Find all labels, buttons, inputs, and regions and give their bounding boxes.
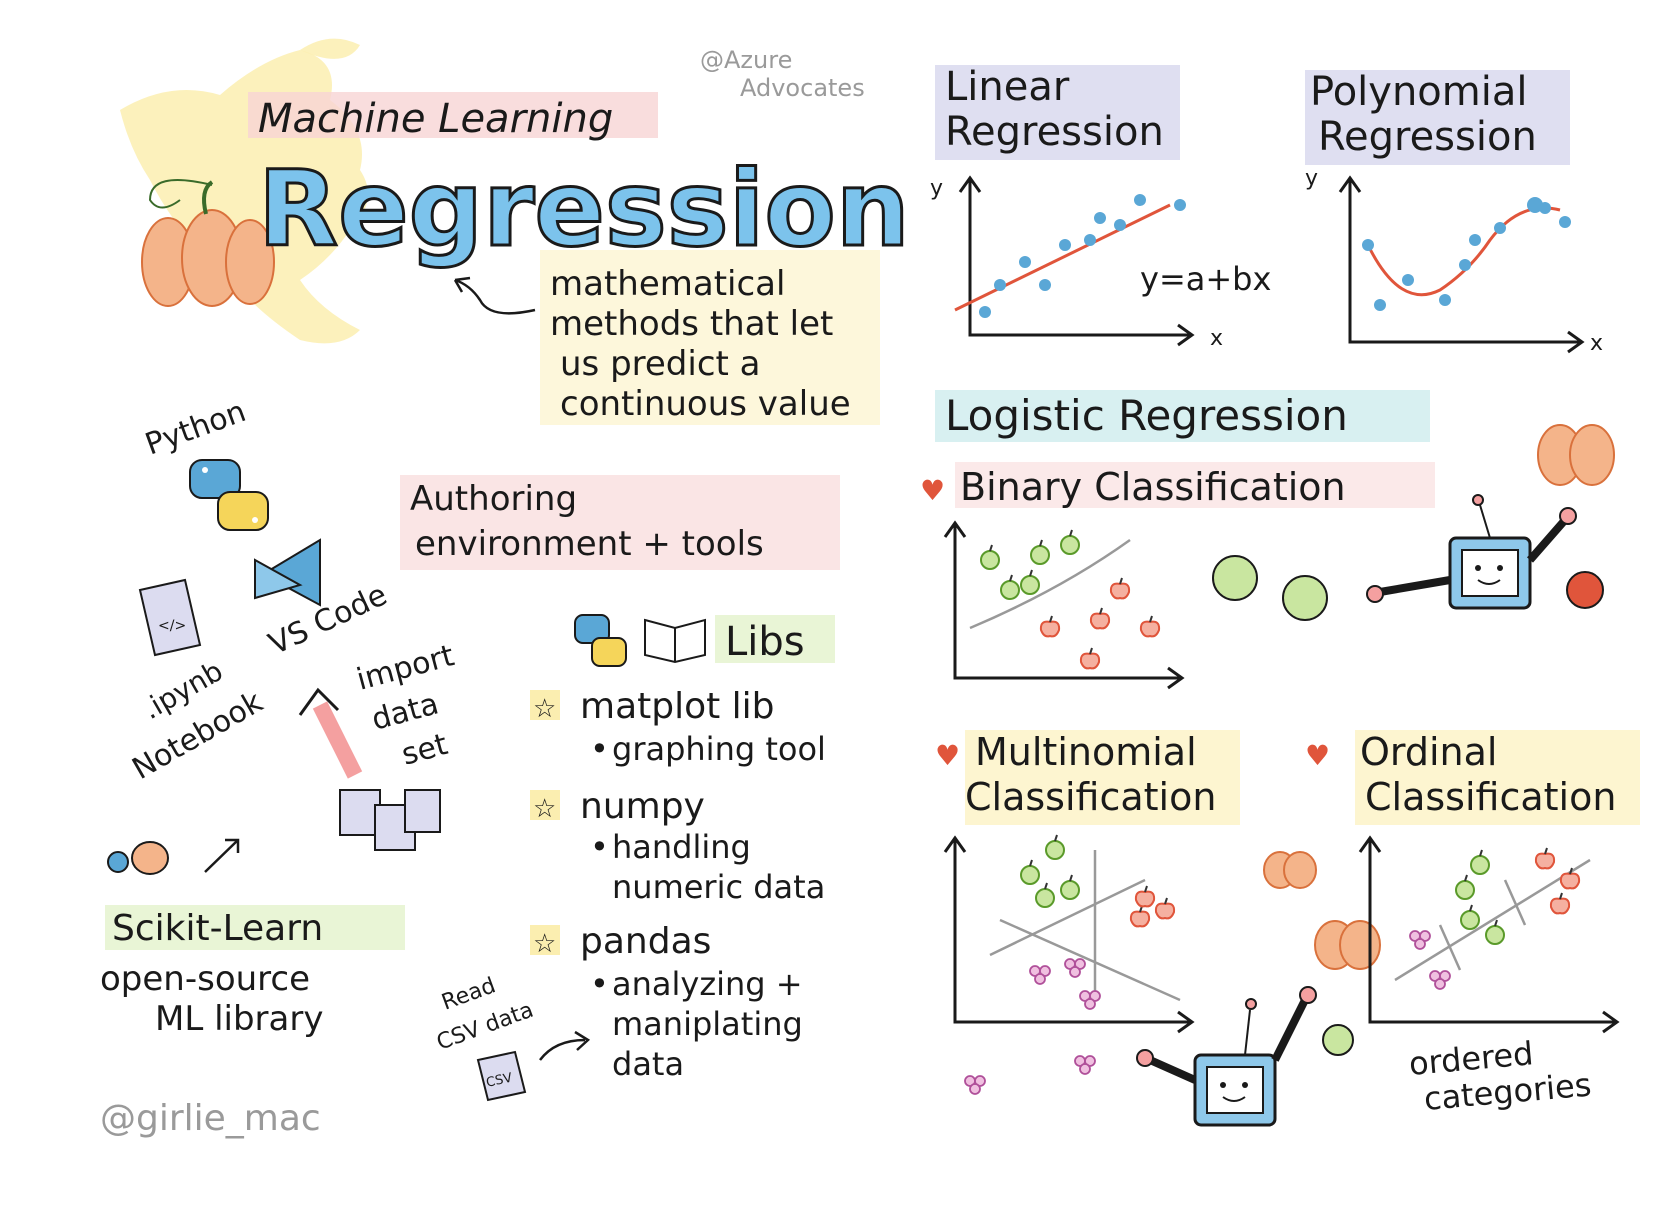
pumpkin-icon — [141, 179, 275, 307]
svg-text:CSV: CSV — [485, 1071, 514, 1091]
definition-line4: continuous value — [560, 384, 851, 424]
lib-desc-bullet: • — [590, 965, 609, 1003]
star-highlight — [530, 925, 560, 955]
robot-icon — [1366, 494, 1577, 610]
star-icon: ☆ — [533, 794, 556, 824]
definition-line2: methods that let — [550, 304, 833, 344]
star-highlight — [530, 690, 560, 720]
binary-highlight — [955, 462, 1435, 508]
heart-icon: ♥ — [920, 474, 945, 507]
apple-icon — [1322, 1024, 1354, 1056]
notebook-file-icon: </> — [138, 578, 202, 657]
svg-text:</>: </> — [158, 618, 186, 634]
libs-heading: Libs — [725, 619, 805, 665]
scikit-desc-line1: open-source — [100, 959, 310, 999]
polynomial-title-line2: Regression — [1318, 114, 1537, 160]
authoring-highlight — [400, 475, 840, 570]
libs-python-icon — [574, 614, 627, 667]
ordinal-highlight — [1355, 730, 1640, 825]
scikit-name: Scikit-Learn — [112, 908, 323, 949]
import-arrow-icon — [298, 687, 363, 779]
subtitle: Machine Learning — [258, 96, 613, 142]
heart-icon: ♥ — [1305, 739, 1330, 772]
scikit-highlight — [105, 905, 405, 950]
azure-credit-line1: @Azure — [700, 46, 792, 74]
lib-numpy: ☆ numpy • handling numeric data — [530, 786, 825, 906]
binary-classification-plot — [943, 520, 1185, 690]
linear-title-line1: Linear — [945, 64, 1070, 110]
lib-matplotlib: ☆ matplot lib • graphing tool — [530, 686, 826, 768]
grapes-icon — [964, 1055, 1096, 1095]
lib-pandas: ☆ pandas • analyzing + maniplating data — [530, 921, 803, 1083]
robot-icon — [1136, 986, 1317, 1127]
multinomial-line1: Multinomial — [975, 730, 1197, 774]
python-logo-icon — [189, 459, 269, 531]
lib-name: matplot lib — [580, 686, 775, 727]
csv-file-icon: CSV — [476, 1050, 527, 1102]
lib-desc-bullet: • — [590, 828, 609, 866]
import-line1: import — [353, 638, 458, 698]
polynomial-title-line1: Polynomial — [1310, 69, 1527, 115]
lib-desc-line1: handling — [612, 828, 751, 866]
definition-line1: mathematical — [550, 264, 785, 304]
authoring-line2: environment + tools — [415, 524, 764, 564]
authoring-line1: Authoring — [410, 479, 577, 519]
csv-arrow-icon — [539, 1030, 591, 1061]
pumpkin-icon — [1537, 424, 1615, 486]
scikit-arrow-icon — [204, 838, 240, 873]
multinomial-classification-plot — [943, 834, 1195, 1034]
lib-desc-line3: data — [612, 1045, 684, 1083]
star-highlight — [530, 790, 560, 820]
linear-title-highlight — [935, 65, 1180, 160]
ordinal-line1: Ordinal — [1360, 730, 1497, 774]
definition-arrow — [453, 276, 536, 315]
logistic-title-highlight — [935, 390, 1430, 442]
vscode-icon — [254, 538, 321, 607]
ordinal-line2: Classification — [1365, 775, 1616, 819]
python-label: Python — [141, 394, 251, 462]
azure-credit-line2: Advocates — [740, 74, 865, 102]
lib-desc-line2: numeric data — [612, 868, 825, 906]
linear-title-line2: Regression — [945, 109, 1164, 155]
read-csv-line1: Read — [439, 973, 499, 1015]
page-title: Regression — [258, 148, 910, 270]
multinomial-line2: Classification — [965, 775, 1216, 819]
subtitle-highlight — [248, 92, 658, 138]
linear-x-axis-label: x — [1210, 326, 1223, 351]
linear-y-axis-label: y — [930, 176, 943, 201]
star-icon: ☆ — [533, 694, 556, 724]
linear-equation: y=a+bx — [1140, 260, 1271, 298]
logistic-title: Logistic Regression — [945, 391, 1348, 440]
lib-desc-line1: analyzing + — [612, 965, 803, 1003]
scikit-logo-icon — [107, 841, 169, 875]
lib-name: numpy — [580, 786, 705, 827]
binary-classification-label: Binary Classification — [960, 465, 1346, 509]
lib-desc-line1: graphing tool — [612, 730, 826, 768]
star-icon: ☆ — [533, 929, 556, 959]
multinomial-highlight — [965, 730, 1240, 825]
book-icon — [644, 618, 706, 664]
ordinal-classification-plot — [1358, 835, 1620, 1034]
author-credit: @girlie_mac — [100, 1098, 321, 1139]
libs-highlight — [715, 615, 835, 663]
definition-highlight — [540, 250, 880, 425]
polynomial-y-axis-label: y — [1305, 166, 1318, 191]
scikit-desc-line2: ML library — [155, 999, 323, 1039]
data-sheets-icon — [339, 789, 441, 851]
heart-icon: ♥ — [935, 739, 960, 772]
import-line3: set — [398, 727, 452, 773]
lib-name: pandas — [580, 921, 711, 962]
definition-line3: us predict a — [560, 344, 761, 384]
pumpkin-icon — [1263, 851, 1381, 970]
lib-desc-bullet: • — [590, 730, 609, 768]
linear-regression-plot — [954, 175, 1195, 347]
apple-icon — [1212, 555, 1604, 621]
polynomial-x-axis-label: x — [1590, 331, 1603, 356]
polynomial-title-highlight — [1305, 70, 1570, 165]
polynomial-regression-plot — [1338, 175, 1585, 354]
lib-desc-line2: maniplating — [612, 1005, 803, 1043]
